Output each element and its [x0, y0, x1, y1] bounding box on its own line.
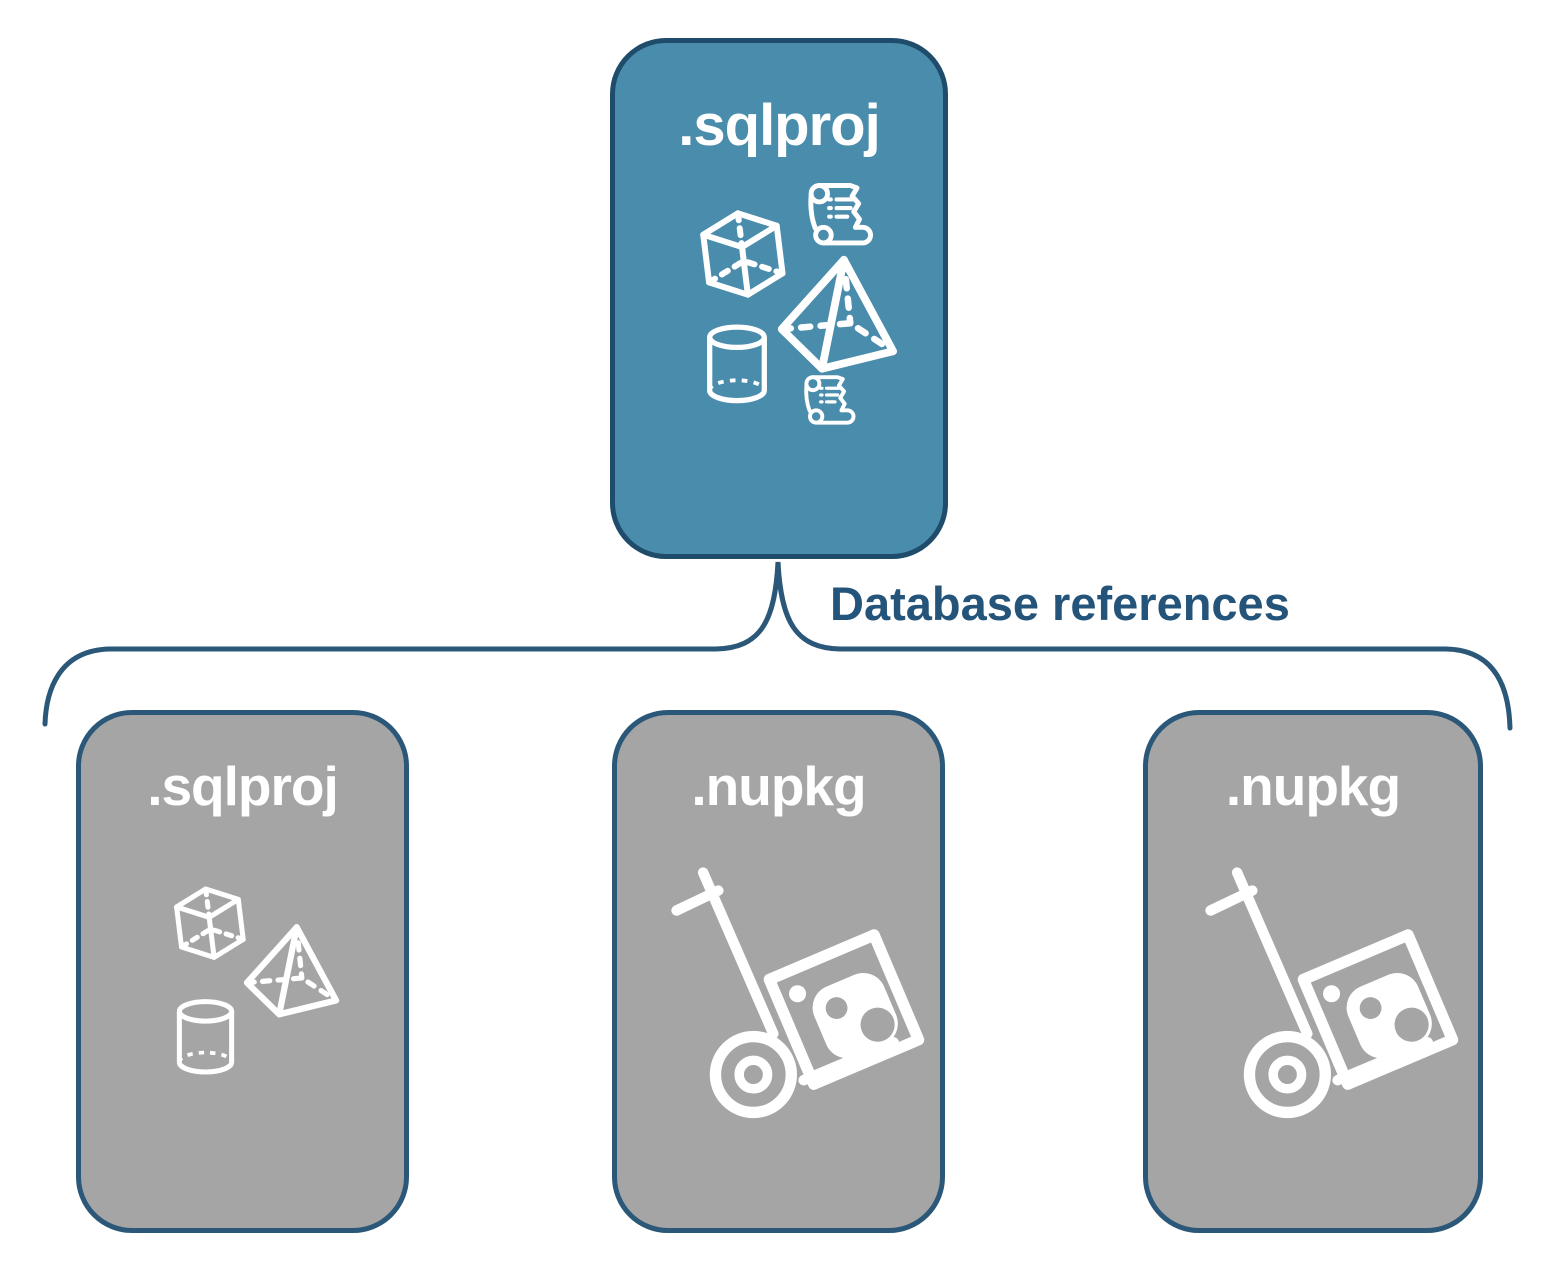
scroll-icon: [798, 175, 880, 260]
node-title: .sqlproj: [147, 755, 339, 817]
pyramid-icon: [241, 921, 347, 1025]
node-title: .nupkg: [1225, 755, 1401, 817]
scroll-icon: [796, 368, 861, 437]
cylinder-icon: [172, 995, 239, 1078]
node-title: .sqlproj: [678, 93, 880, 158]
node-sqlproj-main: .sqlproj: [610, 38, 948, 559]
node-nupkg-reference-1: .nupkg: [612, 710, 945, 1233]
nuget-package-dolly-icon: [1203, 865, 1459, 1121]
node-title: .nupkg: [691, 755, 866, 817]
node-nupkg-reference-2: .nupkg: [1143, 710, 1483, 1233]
node-sqlproj-reference: .sqlproj: [76, 710, 409, 1233]
connector-label: Database references: [830, 577, 1290, 630]
pyramid-icon: [774, 252, 907, 382]
nuget-package-dolly-icon: [669, 865, 925, 1121]
cylinder-icon: [702, 323, 772, 404]
